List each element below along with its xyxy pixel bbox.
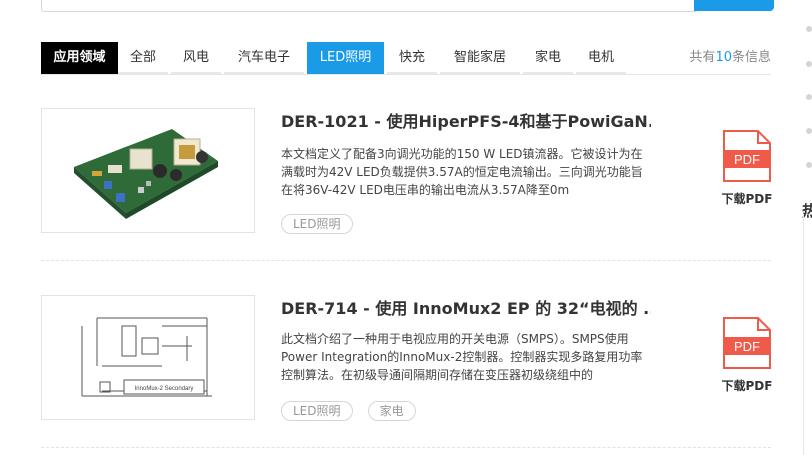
rail-bullet bbox=[806, 128, 812, 134]
tag-led-lighting[interactable]: LED照明 bbox=[281, 401, 353, 421]
rail-bullet bbox=[806, 61, 812, 67]
tab-appliances[interactable]: 家电 bbox=[523, 42, 573, 74]
tab-smart-home[interactable]: 智能家居 bbox=[440, 42, 520, 74]
search-input[interactable] bbox=[41, 0, 698, 12]
tag-appliances[interactable]: 家电 bbox=[367, 401, 416, 421]
item-divider bbox=[41, 447, 771, 448]
filter-heading: 应用领域 bbox=[41, 42, 118, 74]
download-label[interactable]: 下载PDF bbox=[721, 192, 773, 206]
download-pdf-button[interactable]: PDF 下载PDF bbox=[717, 317, 777, 394]
pdf-file-icon: PDF bbox=[723, 130, 771, 182]
download-pdf-button[interactable]: PDF 下载PDF bbox=[717, 130, 777, 207]
pdf-icon-text: PDF bbox=[734, 152, 760, 167]
tab-automotive[interactable]: 汽车电子 bbox=[224, 42, 304, 74]
item-divider bbox=[41, 260, 771, 261]
rail-heading: 热 bbox=[802, 202, 812, 220]
document-title[interactable]: DER-1021 - 使用HiperPFS-4和基于PowiGaN... bbox=[281, 112, 651, 131]
tab-all[interactable]: 全部 bbox=[118, 42, 168, 74]
schematic-caption: InnoMux-2 Secondary bbox=[135, 386, 194, 392]
schematic-image: InnoMux-2 Secondary bbox=[81, 317, 212, 397]
product-thumbnail[interactable]: InnoMux-2 Secondary bbox=[41, 295, 255, 420]
product-thumbnail[interactable] bbox=[41, 108, 255, 233]
document-title[interactable]: DER-714 - 使用 InnoMux2 EP 的 32“电视的 ... bbox=[281, 299, 651, 318]
tab-fast-charging[interactable]: 快充 bbox=[387, 42, 437, 74]
application-filter-bar: 应用领域 全部 风电 汽车电子 LED照明 快充 智能家居 家电 电机 共有10… bbox=[41, 42, 771, 75]
list-item: InnoMux-2 Secondary DER-714 - 使用 InnoMux… bbox=[41, 295, 772, 425]
download-label[interactable]: 下载PDF bbox=[721, 379, 773, 393]
rail-bullet bbox=[806, 26, 812, 32]
rail-bullet bbox=[806, 94, 812, 100]
rail-border bbox=[803, 215, 812, 455]
result-count: 共有10条信息 bbox=[689, 42, 771, 74]
tag-list: LED照明 bbox=[281, 213, 363, 234]
tab-wind-power[interactable]: 风电 bbox=[171, 42, 221, 74]
pcb-board-image bbox=[74, 129, 218, 219]
list-item: DER-1021 - 使用HiperPFS-4和基于PowiGaN... 本文档… bbox=[41, 108, 772, 238]
document-description: 此文档介绍了一种用于电视应用的开关电源（SMPS）。SMPS使用Power In… bbox=[281, 332, 643, 382]
tag-led-lighting[interactable]: LED照明 bbox=[281, 214, 353, 234]
pdf-icon-text: PDF bbox=[734, 339, 760, 354]
count-prefix: 共有 bbox=[689, 50, 716, 65]
pdf-file-icon: PDF bbox=[723, 317, 771, 369]
tag-list: LED照明 家电 bbox=[281, 400, 426, 421]
tab-motors[interactable]: 电机 bbox=[576, 42, 626, 74]
document-description: 本文档定义了配备3向调光功能的150 W LED镇流器。它被设计为在满载时为42… bbox=[281, 147, 643, 197]
search-button[interactable] bbox=[694, 0, 774, 11]
count-number: 10 bbox=[715, 50, 732, 65]
count-suffix: 条信息 bbox=[731, 50, 771, 65]
tab-led-lighting[interactable]: LED照明 bbox=[307, 42, 384, 74]
rail-bullet bbox=[806, 162, 812, 168]
